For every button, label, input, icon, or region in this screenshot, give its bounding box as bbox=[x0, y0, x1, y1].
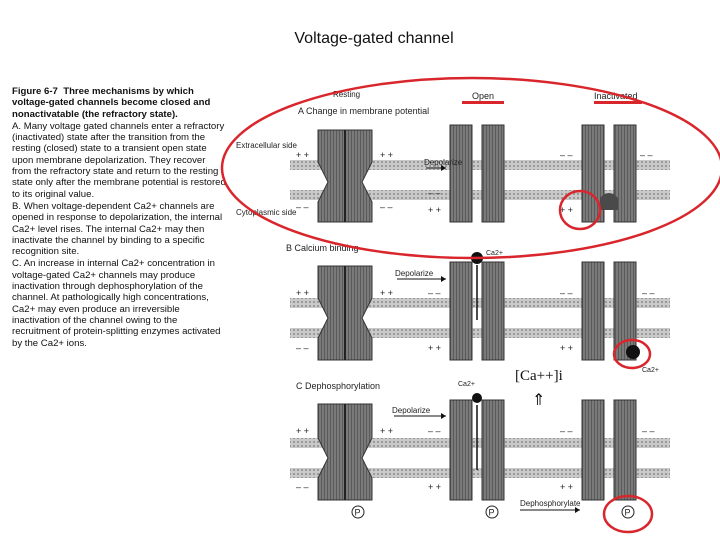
cytoplasmic-label: Cytoplasmic side bbox=[236, 208, 297, 217]
svg-text:– –: – – bbox=[560, 150, 573, 160]
figure-caption: Figure 6-7 Three mechanisms by which vol… bbox=[12, 86, 226, 350]
column-open: Open bbox=[472, 91, 494, 101]
ca-label-b: Ca2+ bbox=[486, 250, 503, 257]
caption-para-b: B. When voltage-dependent Ca2+ channels … bbox=[12, 200, 223, 258]
figure-heading: Three mechanisms by which voltage-gated … bbox=[12, 86, 211, 120]
column-inactivated: Inactivated bbox=[594, 91, 638, 101]
svg-text:+ +: + + bbox=[296, 426, 309, 436]
dephosphorylate-arrow: Dephosphorylate bbox=[520, 499, 581, 513]
open-underline bbox=[462, 101, 504, 104]
phosphate-inactivated: P bbox=[621, 505, 635, 519]
figure-label: Figure 6-7 bbox=[12, 86, 58, 97]
depolarize-arrow-c: Depolarize bbox=[392, 406, 446, 419]
channel-b-inactivated bbox=[581, 261, 640, 361]
channel-c-open bbox=[449, 393, 505, 501]
highlight-ca-bound-circle bbox=[612, 338, 652, 370]
channel-b-open bbox=[449, 252, 505, 361]
svg-text:+ +: + + bbox=[380, 150, 393, 160]
svg-text:+ +: + + bbox=[428, 205, 441, 215]
svg-text:– –: – – bbox=[296, 343, 309, 353]
svg-text:+ +: + + bbox=[560, 482, 573, 492]
caption-para-a: A. Many voltage gated channels enter a r… bbox=[12, 120, 226, 200]
svg-text:– –: – – bbox=[642, 426, 655, 436]
svg-text:– –: – – bbox=[428, 426, 441, 436]
row-a-title: A Change in membrane potential bbox=[298, 106, 429, 116]
inactivated-underline bbox=[594, 101, 642, 104]
row-c-title: C Dephosphorylation bbox=[296, 381, 380, 391]
svg-text:Depolarize: Depolarize bbox=[392, 406, 431, 415]
depolarize-arrow-a: Depolarize bbox=[424, 158, 463, 171]
svg-text:+ +: + + bbox=[296, 288, 309, 298]
membrane-row-c bbox=[290, 438, 670, 478]
svg-text:+ +: + + bbox=[428, 343, 441, 353]
highlight-row-a-ellipse bbox=[220, 76, 720, 260]
svg-text:– –: – – bbox=[642, 288, 655, 298]
charges-b: + + – – + + – – + + – – + + – – bbox=[296, 288, 655, 353]
channel-c-resting bbox=[317, 403, 373, 501]
svg-text:– –: – – bbox=[296, 482, 309, 492]
svg-text:– –: – – bbox=[560, 426, 573, 436]
internal-ca-annotation: [Ca++]i bbox=[515, 368, 563, 384]
charges-a: + + – – + + – – – – + + – – + + – – bbox=[296, 150, 653, 215]
caption-para-c: C. An increase in internal Ca2+ concentr… bbox=[12, 258, 221, 349]
svg-text:+ +: + + bbox=[560, 205, 573, 215]
svg-text:+ +: + + bbox=[380, 426, 393, 436]
svg-text:– –: – – bbox=[640, 150, 653, 160]
phosphate-resting: P bbox=[351, 505, 365, 519]
svg-text:Depolarize: Depolarize bbox=[424, 158, 463, 167]
svg-text:Depolarize: Depolarize bbox=[395, 269, 434, 278]
svg-text:– –: – – bbox=[296, 202, 309, 212]
arrow-up-icon: ⇑ bbox=[532, 390, 546, 409]
channel-b-resting bbox=[317, 265, 373, 361]
phosphate-open: P bbox=[485, 505, 499, 519]
svg-text:P: P bbox=[489, 508, 495, 518]
highlight-phosphate-circle bbox=[602, 494, 654, 534]
svg-text:+ +: + + bbox=[560, 343, 573, 353]
svg-text:P: P bbox=[625, 508, 631, 518]
channel-c-inactivated bbox=[581, 399, 637, 501]
svg-text:P: P bbox=[355, 508, 361, 518]
membrane-row-a bbox=[290, 160, 670, 200]
membrane-row-b bbox=[290, 298, 670, 338]
svg-text:– –: – – bbox=[560, 288, 573, 298]
svg-text:Dephosphorylate: Dephosphorylate bbox=[520, 499, 581, 508]
channel-a-resting bbox=[317, 129, 373, 223]
column-resting: Resting bbox=[333, 90, 360, 99]
ca-ion-bound bbox=[626, 345, 640, 359]
channel-a-inactivated bbox=[581, 124, 637, 223]
svg-text:+ +: + + bbox=[428, 482, 441, 492]
svg-text:– –: – – bbox=[428, 288, 441, 298]
svg-text:– –: – – bbox=[380, 202, 393, 212]
svg-text:+ +: + + bbox=[296, 150, 309, 160]
charges-c: + + – – + + – – + + – – + + – – bbox=[296, 426, 655, 492]
svg-text:+ +: + + bbox=[380, 288, 393, 298]
highlight-gate-circle bbox=[558, 189, 602, 231]
channel-a-open bbox=[449, 124, 505, 223]
depolarize-arrow-b: Depolarize bbox=[395, 269, 446, 282]
slide-title: Voltage-gated channel bbox=[294, 30, 454, 47]
ca-label-b-bound: Ca2+ bbox=[642, 367, 659, 374]
extracellular-label: Extracellular side bbox=[236, 141, 297, 150]
row-b-title: B Calcium binding bbox=[286, 243, 359, 253]
svg-text:– –: – – bbox=[428, 188, 441, 198]
ca-label-c: Ca2+ bbox=[458, 381, 475, 388]
